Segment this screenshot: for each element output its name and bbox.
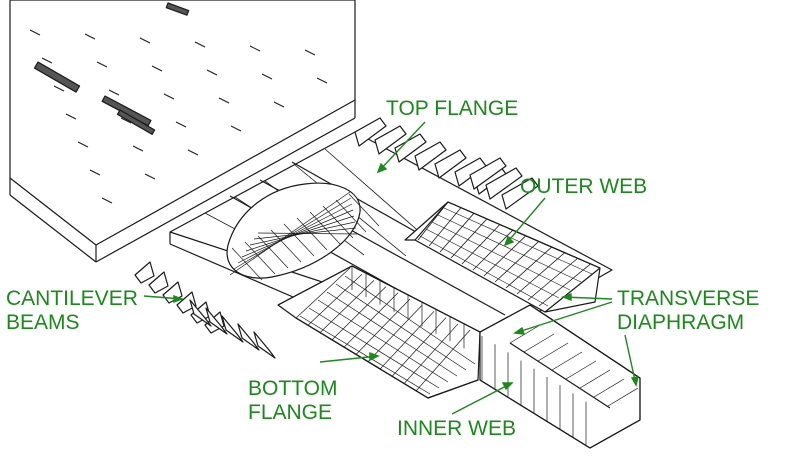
- outer-web-grid: [417, 201, 593, 307]
- outer-web-cell: [404, 201, 601, 313]
- deck-fixtures: [33, 2, 190, 135]
- label-transverse-diaphragm: TRANSVERSE DIAPHRAGM: [617, 287, 759, 335]
- label-bottom-line2: FLANGE: [248, 401, 333, 424]
- label-inner-web: INNER WEB: [397, 417, 517, 440]
- label-bottom-flange: BOTTOM FLANGE: [248, 377, 337, 425]
- label-transverse-line1: TRANSVERSE: [617, 287, 760, 310]
- label-cantilever-line2: BEAMS: [6, 311, 80, 334]
- inner-box: [479, 304, 641, 449]
- inner-box-grid: [481, 324, 639, 446]
- label-outer-web: OUTER WEB: [520, 175, 648, 198]
- label-transverse-line2: DIAPHRAGM: [617, 311, 745, 334]
- bottom-flange-grid: [295, 266, 476, 395]
- cantilever-beams: [134, 117, 539, 359]
- label-cantilever-beams: CANTILEVER BEAMS: [6, 287, 138, 335]
- cutaway-grid: [229, 191, 380, 281]
- label-top-flange: TOP FLANGE: [386, 97, 519, 120]
- deck-slab: [9, 0, 356, 263]
- flange-cutaway: [226, 182, 380, 281]
- structure-drawing: [9, 0, 641, 449]
- leader-lines: [143, 121, 639, 415]
- label-cantilever-line1: CANTILEVER: [6, 287, 138, 310]
- label-bottom-line1: BOTTOM: [248, 377, 338, 400]
- deck-dash-marks: [29, 29, 328, 204]
